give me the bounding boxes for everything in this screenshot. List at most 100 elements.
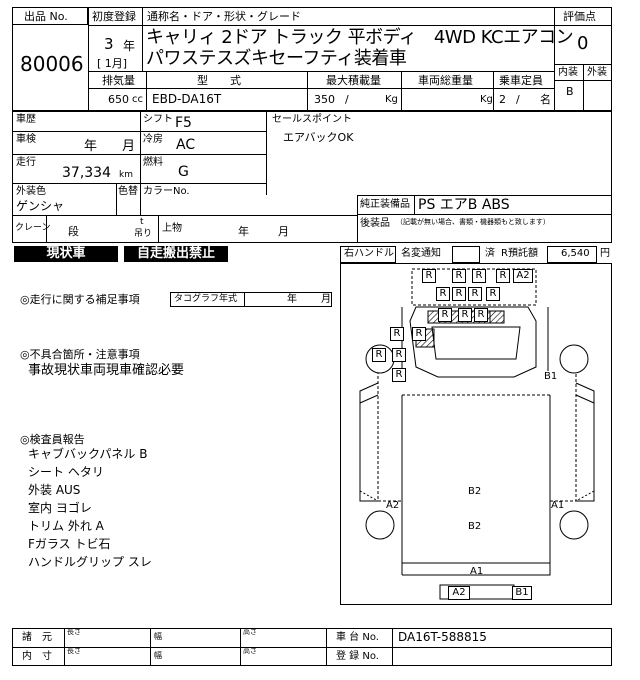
damage-mark-text: R — [439, 288, 447, 299]
color-label: 外装色 — [16, 186, 46, 197]
header-divider-2 — [142, 7, 143, 71]
registration-number-label: 登 録 No. — [336, 651, 379, 662]
damage-mark-text: R — [461, 309, 469, 320]
spec-divider-1 — [146, 71, 147, 111]
max-load-unit: Kg — [385, 94, 398, 105]
inspector-report-label: ◎検査員報告 — [20, 433, 85, 446]
equipment-label-divider — [414, 195, 415, 214]
details-line-3 — [12, 183, 266, 184]
height-label: 高さ — [243, 628, 257, 636]
details-divider-mid — [266, 111, 267, 195]
damage-mark-b1-bumper: B1 — [512, 586, 532, 600]
tachograph-divider — [244, 292, 245, 307]
model-name-line2: パワステスズキセーフティ装着車 — [146, 48, 407, 69]
recycle-label: R預託額 — [501, 248, 538, 259]
spec-line-top — [88, 71, 554, 72]
footer-divider-3 — [240, 628, 241, 666]
lot-label-cell — [12, 7, 88, 25]
damage-mark-text: A2 — [452, 587, 466, 598]
details-divider-left — [140, 111, 141, 215]
chassis-number: DA16T-588815 — [398, 630, 487, 644]
damage-mark-b1-cab: B1 — [544, 371, 558, 382]
length-label: 長さ — [67, 628, 81, 636]
interior-size-label: 内 寸 — [22, 651, 52, 662]
spec-divider-4 — [493, 71, 494, 111]
registration-label: 初度登録 — [92, 10, 136, 23]
shaken-month: 月 — [122, 139, 136, 154]
crane-stage: 段 — [68, 225, 79, 238]
mileage-value: 37,334 — [62, 165, 111, 181]
inspector-line: キャブバックパネル B — [28, 447, 148, 461]
capacity-label: 乗車定員 — [499, 74, 543, 87]
damage-mark-text: R — [455, 288, 463, 299]
shaken-year: 年 — [84, 139, 98, 154]
damage-mark-text: R — [471, 288, 479, 299]
standard-equipment-label: 純正装備品 — [360, 199, 410, 210]
damage-mark-r: R — [392, 348, 406, 362]
width-label-2: 幅 — [154, 651, 162, 660]
fuel-value: G — [178, 164, 189, 180]
crane-ton: t — [140, 217, 144, 227]
model-code: EBD-DA16T — [152, 92, 222, 106]
score-divider — [554, 7, 555, 111]
details-line-2 — [12, 154, 266, 155]
driving-notes-label: ◎走行に関する補足事項 — [20, 293, 140, 306]
color-divider — [116, 183, 117, 215]
score-line-1 — [554, 25, 612, 26]
tachograph-year: 年 — [287, 294, 297, 305]
damage-mark-text: R — [395, 369, 403, 380]
damage-mark-r: R — [496, 269, 510, 283]
upper-label: 上物 — [162, 223, 182, 234]
header-divider-1 — [88, 7, 89, 111]
name-change-label: 名変通知 — [401, 248, 441, 259]
length-label-2: 長さ — [67, 647, 81, 655]
equipment-line-1 — [357, 195, 612, 196]
color-change-label: 色替 — [118, 186, 138, 197]
chassis-label: 車 台 No. — [336, 632, 379, 643]
damage-mark-text: R — [375, 349, 383, 360]
damage-mark-text: R — [441, 309, 449, 320]
damage-mark-a2-bumper: A2 — [448, 586, 470, 600]
inspector-line: シート ヘタリ — [28, 465, 104, 479]
damage-mark-b2-bed-lower: B2 — [468, 521, 482, 532]
standard-equipment: PS エアB ABS — [418, 197, 510, 213]
crane-label: クレーン — [15, 223, 51, 233]
inspector-line: Fガラス トビ石 — [28, 537, 111, 551]
damage-mark-text: R — [489, 288, 497, 299]
damage-mark-text: R — [415, 328, 423, 339]
recycle-box — [547, 246, 597, 263]
crane-divider — [46, 215, 47, 243]
score-value: 0 — [577, 33, 589, 54]
name-change-box — [452, 246, 480, 263]
color-code-label: カラーNo. — [143, 186, 190, 197]
spec-divider-2 — [307, 71, 308, 111]
handle-box — [340, 246, 396, 263]
max-load: 350 — [314, 93, 335, 106]
inspector-line: 室内 ヨゴレ — [28, 501, 92, 515]
score-divider-2 — [583, 64, 584, 111]
footer-mid-line — [12, 647, 612, 648]
displacement-label: 排気量 — [102, 74, 135, 87]
damage-mark-text: R — [475, 270, 483, 281]
damage-mark-a2: A2 — [513, 269, 533, 283]
damage-mark-r: R — [486, 287, 500, 301]
damage-mark-text: B1 — [515, 587, 529, 598]
damage-mark-text: R — [477, 309, 485, 320]
inspector-line: トリム 外れ A — [28, 519, 104, 533]
equipment-line-2 — [357, 214, 612, 215]
shift-value: F5 — [175, 115, 192, 131]
no-self-drive-badge: 自走搬出禁止 — [124, 246, 228, 262]
header-row-line — [88, 25, 554, 26]
damage-mark-r: R — [436, 287, 450, 301]
damage-mark-a2-side: A2 — [386, 500, 400, 511]
damage-mark-r: R — [392, 368, 406, 382]
max-load-slash: / — [345, 93, 349, 106]
spec-line-mid — [88, 88, 554, 89]
score-label: 評価点 — [563, 10, 596, 23]
defect-notes-text: 事故現状車両現車確認必要 — [28, 363, 185, 378]
max-load-label: 最大積載量 — [326, 74, 381, 87]
crane-hook: 吊り — [134, 229, 153, 239]
footer-divider-4 — [326, 628, 327, 666]
details-line-4 — [12, 215, 357, 216]
capacity-value: 2 — [499, 93, 506, 106]
